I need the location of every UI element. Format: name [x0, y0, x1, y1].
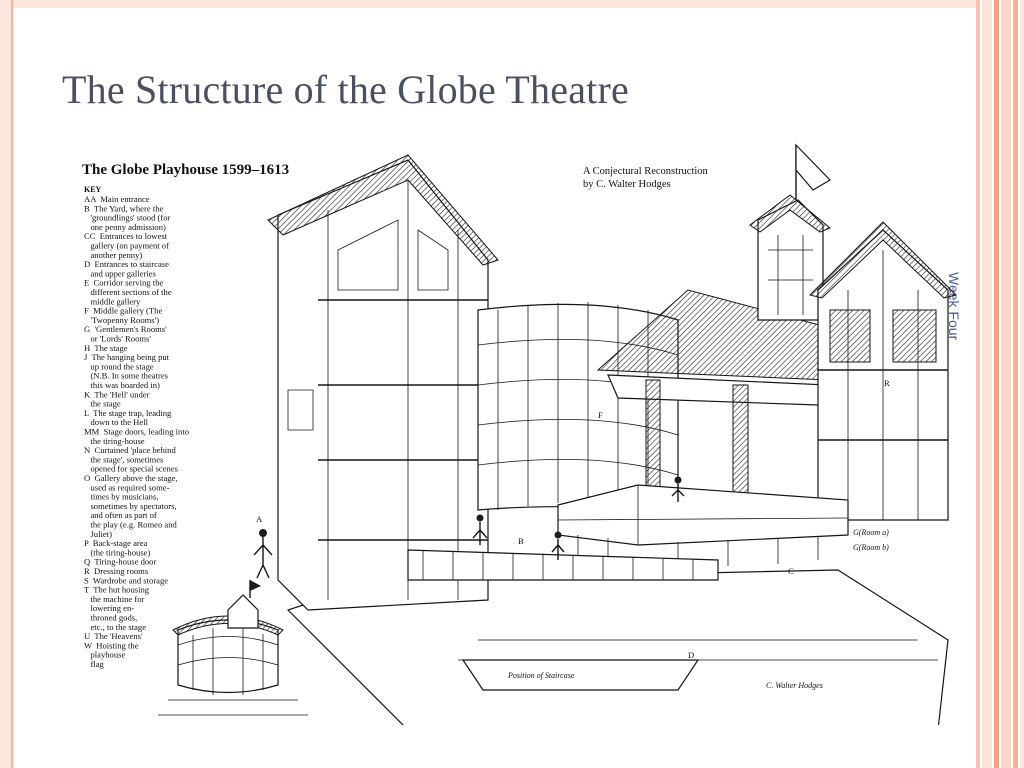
key-line: Juliet) — [84, 529, 112, 539]
key-line: lowering en- — [84, 603, 134, 613]
key-line: flag — [84, 659, 105, 669]
key-heading: KEY — [84, 185, 102, 194]
letter-d: D — [688, 650, 694, 660]
key-line: MM Stage doors, leading into — [84, 427, 189, 437]
key-line: another penny) — [84, 250, 142, 260]
key-line: B The Yard, where the — [84, 203, 164, 213]
flag-icon — [795, 143, 831, 191]
key-line: times by musicians, — [84, 492, 158, 502]
yard-fence — [407, 549, 719, 581]
groundling-figures — [253, 476, 685, 579]
key-line: etc., to the stage — [84, 622, 146, 632]
signature: C. Walter Hodges — [766, 681, 823, 690]
letter-b: B — [518, 536, 524, 546]
right-frame-stripes — [976, 0, 1024, 768]
globe-illustration: The Globe Playhouse 1599–1613 A Conjectu… — [78, 140, 978, 725]
letter-c: C — [788, 566, 794, 576]
dressing-rooms — [829, 309, 937, 363]
key-line: one penny admission) — [84, 222, 166, 232]
letter-g2: G(Room b) — [853, 543, 889, 552]
key-line: J The hanging being put — [84, 352, 170, 362]
globe-drawing-svg: The Globe Playhouse 1599–1613 A Conjectu… — [82, 143, 957, 725]
letter-a: A — [256, 514, 263, 524]
key-line: opened for special scenes — [84, 464, 179, 474]
bottom-label: Position of Staircase — [507, 671, 575, 680]
key-line: the stage — [84, 399, 121, 409]
key-line: or 'Lords' Rooms' — [84, 334, 151, 344]
key-line: S Wardrobe and storage — [84, 575, 168, 585]
stage-column-right — [732, 384, 749, 511]
stage-trestles — [577, 535, 819, 568]
key-line: the tiring-house — [84, 436, 145, 446]
slide-title: The Structure of the Globe Theatre — [62, 67, 629, 112]
key-line: the machine for — [84, 594, 145, 604]
key-line: N Curtained 'place behind — [84, 445, 176, 455]
top-frame-band — [14, 0, 976, 8]
key-line: this was boarded in) — [84, 380, 160, 390]
left-window — [287, 389, 314, 431]
key-line: F Middle gallery (The — [84, 306, 162, 316]
key-line: T The hut housing — [84, 585, 150, 595]
key-line: G 'Gentlemen's Rooms' — [84, 324, 167, 334]
hut-roof — [749, 194, 831, 233]
key-line: and upper galleries — [84, 268, 156, 278]
key-line: used as required some- — [84, 482, 170, 492]
key-line: up round the stage — [84, 361, 154, 371]
illustration-credit-line2: by C. Walter Hodges — [583, 179, 671, 190]
key-line: middle gallery — [84, 296, 141, 306]
key-line: L The stage trap, leading — [84, 408, 172, 418]
stage-edges — [557, 485, 849, 545]
key-line: sometimes by spectators, — [84, 501, 177, 511]
stage-column-left — [645, 379, 661, 501]
illustration-credit-line1: A Conjectural Reconstruction — [583, 166, 709, 177]
letter-r: R — [884, 378, 890, 388]
key-line: W Hoisting the — [84, 640, 139, 650]
key-line: (N.B. In some theatres — [84, 371, 169, 381]
key-line: down to the Hell — [84, 417, 149, 427]
exterior-view — [158, 580, 308, 716]
key-line: (the tiring-house) — [84, 547, 150, 557]
key-line: H The stage — [84, 343, 128, 353]
key-line: R Dressing rooms — [84, 566, 149, 576]
key-line: and often as part of — [84, 510, 157, 520]
tiring-house-roof — [809, 221, 957, 299]
key-line: Q Tiring-house door — [84, 557, 156, 567]
staircase-plan — [461, 659, 700, 691]
illustration-heading: The Globe Playhouse 1599–1613 — [82, 162, 289, 178]
left-frame-stripe — [0, 0, 14, 768]
left-tower-posts — [327, 180, 459, 600]
key-line: throned gods, — [84, 613, 137, 623]
left-roof-truss — [337, 219, 449, 291]
key-line: 'Twopenny Rooms') — [84, 315, 159, 325]
letter-g1: G(Room a) — [853, 528, 889, 537]
fence-posts — [422, 550, 694, 580]
stage-platform — [557, 484, 849, 546]
key-line: playhouse — [84, 650, 125, 660]
left-tower-floors — [318, 299, 488, 541]
key-line: 'groundlings' stood (for — [84, 213, 171, 223]
hut-frame — [768, 235, 813, 315]
left-roof — [267, 154, 499, 266]
key-line: D Entrances to staircase — [84, 259, 169, 269]
key-line: E Corridor serving the — [84, 278, 163, 288]
key-line: O Gallery above the stage, — [84, 473, 178, 483]
letter-f: F — [598, 410, 603, 420]
key-line: P Back-stage area — [84, 538, 148, 548]
key-line: AA Main entrance — [84, 194, 150, 204]
key-line: U The 'Heavens' — [84, 631, 143, 641]
key-line: different sections of the — [84, 287, 172, 297]
key-line: gallery (on payment of — [84, 241, 169, 251]
key-line: CC Entrances to lowest — [84, 231, 168, 241]
key-line: K The 'Hell' under — [84, 389, 150, 399]
key-line: the stage', sometimes — [84, 454, 164, 464]
gallery-posts — [497, 302, 649, 512]
key-line: the play (e.g. Romeo and — [84, 520, 178, 530]
